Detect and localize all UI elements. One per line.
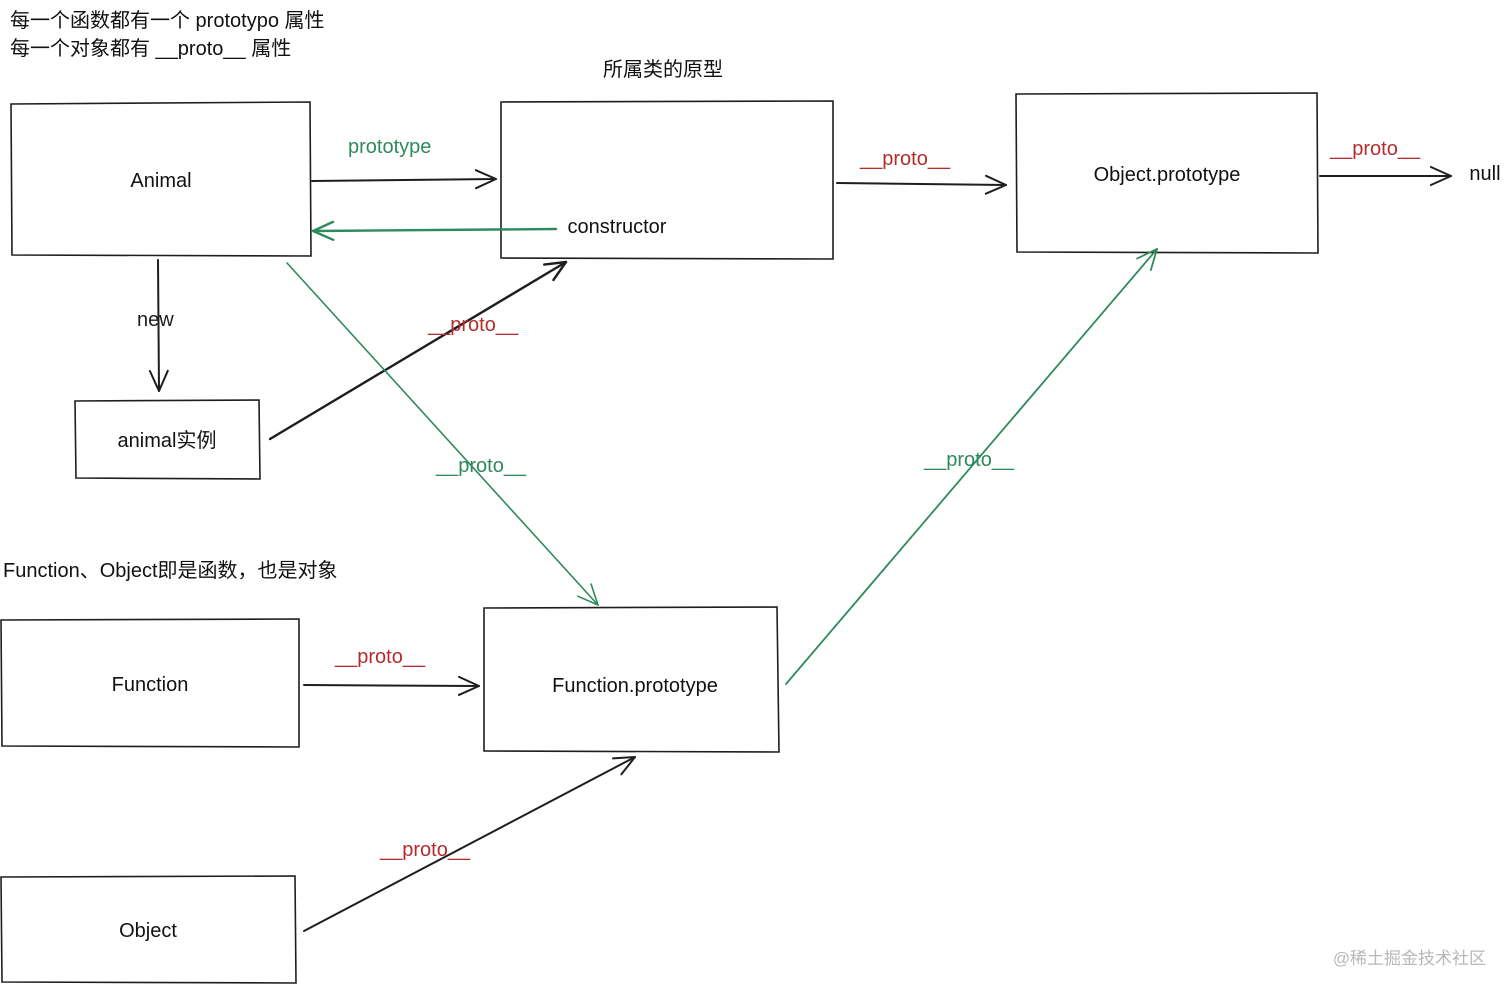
arrow-function-proto-head	[457, 675, 480, 696]
arrow-constructor	[311, 227, 558, 233]
arrow-animal-function	[286, 262, 599, 606]
arrow-function-proto	[303, 684, 480, 687]
watermark: @稀土掘金技术社区	[1332, 949, 1486, 968]
edge-label-proto-instance: __proto__	[427, 314, 519, 336]
function-box	[0, 618, 300, 748]
arrow-proto-to-object	[836, 182, 1007, 186]
arrow-constructor-head	[311, 220, 335, 241]
arrow-object-proto	[303, 756, 636, 932]
function-label: Function	[112, 674, 189, 696]
prototype-heading: 所属类的原型	[603, 58, 723, 81]
object-prototype-label: Object.prototype	[1094, 164, 1241, 186]
animal-label: Animal	[130, 170, 191, 192]
edge-label-proto-functionproto-objectproto: __proto__	[923, 449, 1015, 471]
object-prototype-box	[1015, 92, 1319, 254]
arrow-instance-proto	[268, 260, 568, 441]
edge-label-prototype: prototype	[348, 136, 431, 158]
edge-label-proto-to-null: __proto__	[1329, 138, 1421, 160]
note-object-proto: 每一个对象都有 __proto__ 属性	[10, 38, 292, 60]
arrow-instance-proto-head	[543, 260, 568, 282]
note-function-prototype: 每一个函数都有一个 prototypo 属性	[10, 10, 325, 32]
object-label: Object	[119, 920, 177, 942]
edge-label-proto-animal-to-proto: __proto__	[859, 148, 951, 170]
edge-label-proto-animal-function: __proto__	[435, 455, 527, 477]
object-box	[0, 875, 297, 984]
animal-instance-label: animal实例	[118, 429, 217, 452]
arrow-proto-to-null-head	[1429, 166, 1452, 186]
arrow-proto-to-object-head	[984, 174, 1007, 195]
animal-box	[10, 101, 312, 257]
arrow-new-head	[148, 369, 169, 392]
arrow-prototype-head	[474, 169, 497, 190]
arrow-object-proto-head	[612, 756, 636, 776]
arrow-prototype	[311, 178, 497, 182]
animal-prototype-box	[500, 100, 834, 260]
arrow-animal-function-head	[577, 583, 599, 606]
note-function-object: Function、Object即是函数，也是对象	[3, 560, 338, 582]
constructor-label: constructor	[568, 216, 667, 238]
animal-instance-box	[74, 399, 261, 480]
edge-label-proto-object: __proto__	[379, 839, 471, 861]
edge-label-proto-function: __proto__	[334, 646, 426, 668]
edge-label-new: new	[137, 309, 174, 331]
function-prototype-box	[483, 606, 780, 753]
function-prototype-label: Function.prototype	[552, 675, 718, 697]
arrow-new	[157, 259, 160, 392]
null-label: null	[1469, 163, 1500, 185]
arrow-funcproto-objproto	[785, 248, 1158, 685]
arrow-funcproto-objproto-head	[1136, 248, 1158, 271]
